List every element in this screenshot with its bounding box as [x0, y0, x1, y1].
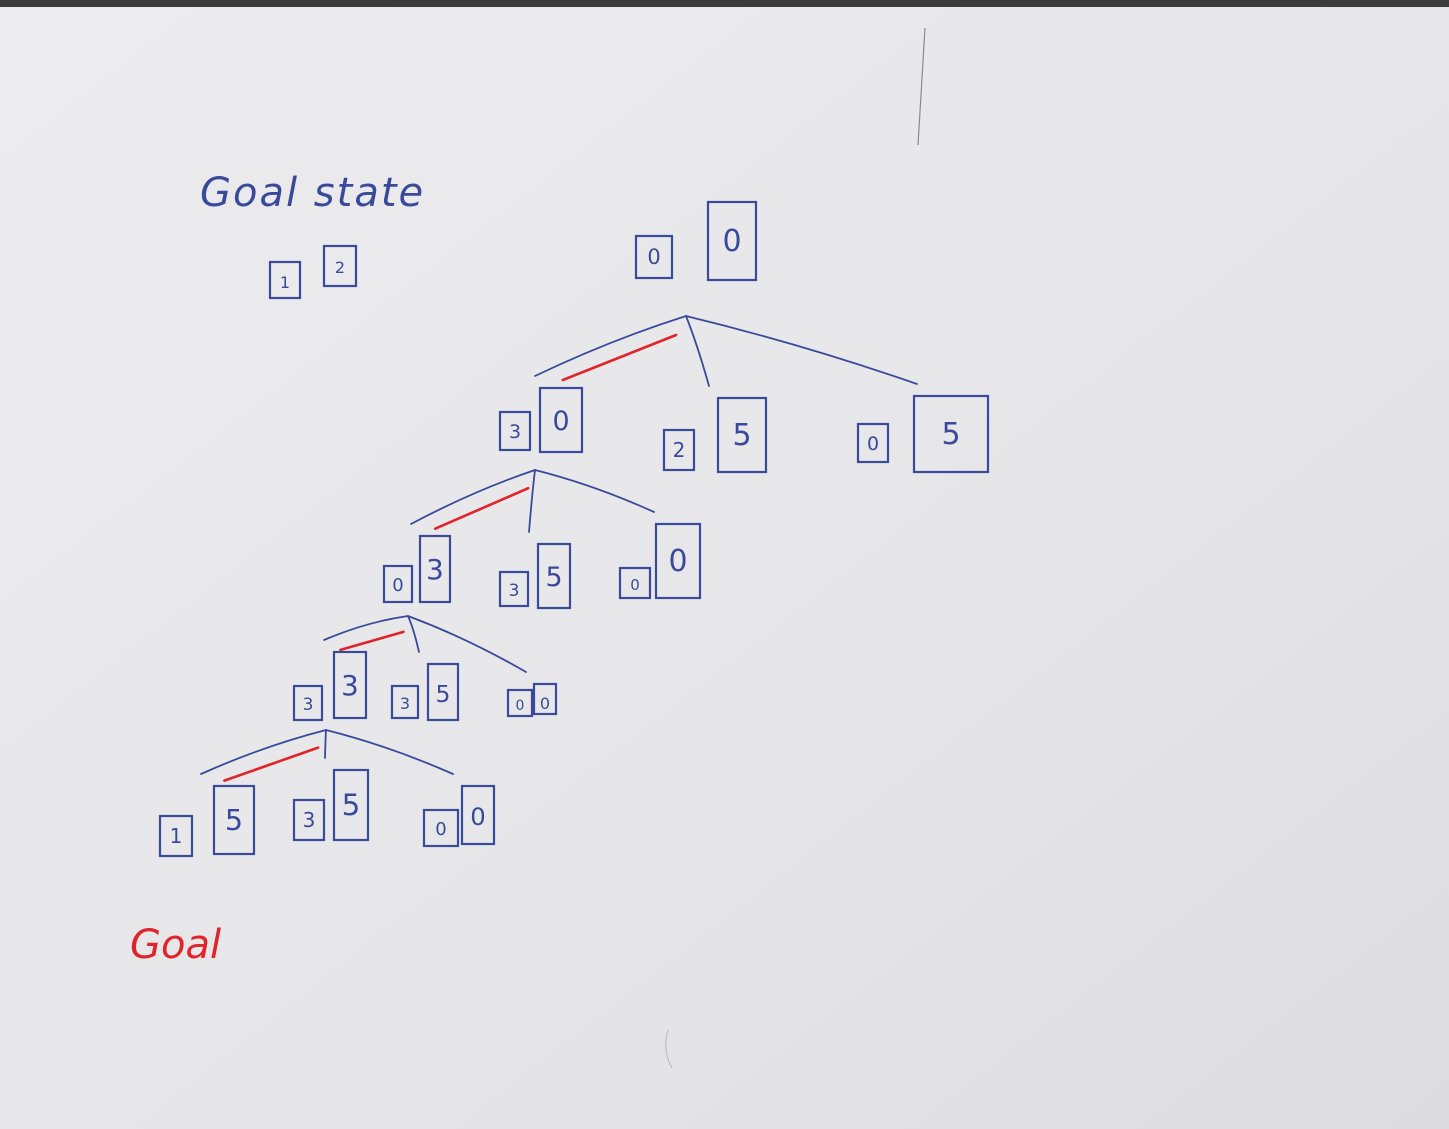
small-jug-box: [390, 684, 420, 720]
small-jug-box: [634, 234, 674, 280]
goal-label: Goal: [130, 922, 221, 968]
large-jug-value: 5: [941, 417, 960, 452]
small-jug-value: 0: [392, 575, 403, 596]
goal-small-value: 1: [280, 273, 290, 292]
large-jug-value: 3: [341, 669, 359, 702]
goal-state-jugs: 1 2: [268, 244, 358, 300]
small-jug-box: [498, 410, 532, 452]
tree-edge: [325, 729, 454, 775]
large-jug-value: 5: [342, 788, 361, 822]
tree-edge: [323, 615, 409, 641]
large-jug-value: 3: [426, 553, 444, 586]
tree-edge: [407, 615, 527, 673]
small-jug-value: 3: [303, 695, 314, 715]
large-jug-value: 0: [470, 802, 486, 831]
stray-mark: [665, 1029, 673, 1069]
tree-edge: [200, 729, 327, 775]
large-jug-value: 5: [545, 562, 562, 593]
small-jug-value: 0: [647, 245, 660, 269]
large-jug-box: [426, 662, 460, 722]
tree-edge: [324, 729, 327, 759]
small-jug-value: 2: [673, 438, 686, 462]
large-jug-box: [538, 386, 584, 454]
tree-edge: [407, 615, 420, 653]
small-jug-value: 0: [630, 576, 640, 594]
large-jug-value: 5: [225, 803, 243, 837]
large-jug-box: [460, 784, 496, 846]
small-jug-value: 0: [435, 819, 446, 840]
large-jug-box: [212, 784, 256, 856]
goal-small-jug: [268, 260, 302, 300]
tree-edge: [528, 469, 536, 533]
tree-edge: [534, 469, 655, 513]
solution-path-mark: [339, 630, 405, 652]
solution-path-marks: [223, 333, 678, 782]
small-jug-value: 1: [170, 824, 183, 848]
small-jug-box: [158, 814, 194, 858]
small-jug-value: 3: [400, 694, 410, 713]
large-jug-value: 5: [732, 418, 751, 453]
large-jug-box: [418, 534, 452, 604]
small-jug-box: [422, 808, 460, 848]
small-jug-value: 0: [516, 698, 525, 714]
state-node: 00: [618, 522, 702, 600]
large-jug-value: 0: [552, 406, 569, 437]
solution-path-mark: [561, 333, 678, 382]
goal-large-value: 2: [335, 258, 345, 277]
large-jug-value: 0: [722, 224, 741, 259]
state-node: 33: [292, 650, 368, 722]
large-jug-box: [716, 396, 768, 474]
goal-state-title: Goal state: [200, 170, 425, 216]
large-jug-box: [706, 200, 758, 282]
small-jug-box: [856, 422, 890, 464]
small-jug-value: 3: [303, 808, 316, 832]
large-jug-box: [536, 542, 572, 610]
large-jug-box: [332, 768, 370, 842]
large-jug-value: 0: [540, 694, 550, 713]
tree-edges: [200, 315, 918, 775]
small-jug-box: [292, 798, 326, 842]
small-jug-box: [618, 566, 652, 600]
stray-mark: [917, 27, 926, 146]
goal-large-jug: [322, 244, 358, 288]
small-jug-box: [292, 684, 324, 722]
small-jug-value: 3: [509, 421, 521, 443]
small-jug-value: 0: [867, 433, 879, 455]
tree-edge: [534, 315, 687, 377]
tree-edge: [410, 469, 536, 525]
small-jug-box: [498, 570, 530, 608]
large-jug-box: [332, 650, 368, 720]
large-jug-value: 5: [436, 680, 451, 708]
small-jug-value: 3: [509, 581, 520, 601]
tree-edge: [685, 315, 918, 385]
large-jug-value: 0: [668, 544, 687, 579]
solution-path-mark: [433, 486, 530, 531]
small-jug-box: [506, 688, 534, 718]
large-jug-box: [654, 522, 702, 600]
small-jug-box: [382, 564, 414, 604]
paper-top-edge: [0, 0, 1449, 7]
large-jug-box: [912, 394, 990, 474]
solution-path-mark: [223, 746, 320, 782]
tree-edge: [685, 315, 710, 387]
large-jug-box: [532, 682, 558, 716]
small-jug-box: [662, 428, 696, 472]
